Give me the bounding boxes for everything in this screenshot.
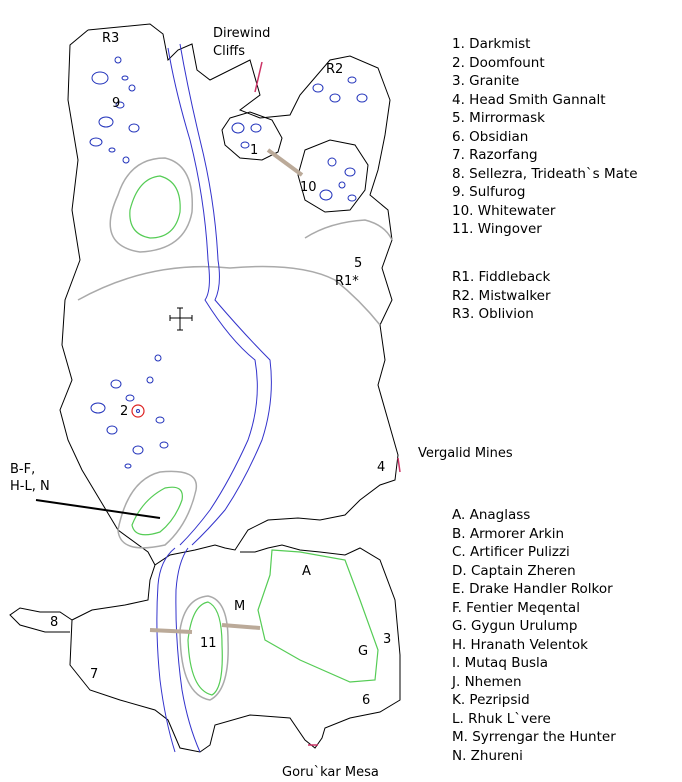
legend-entry: M. Syrrengar the Hunter bbox=[452, 729, 616, 745]
bridge-m bbox=[221, 623, 261, 630]
legend-rares: R1. Fiddleback R2. Mistwalker R3. Oblivi… bbox=[452, 268, 551, 324]
legend-entry: J. Nhemen bbox=[452, 673, 522, 690]
grass-north bbox=[129, 175, 181, 239]
zone-outline-left bbox=[59, 29, 156, 566]
legend-entry: 11. Wingover bbox=[452, 221, 542, 237]
legend-entry: 2. Doomfount bbox=[452, 54, 545, 71]
spur-8 bbox=[9, 607, 73, 633]
label-bf: B-F, bbox=[10, 462, 36, 477]
legend-entry: 4. Head Smith Gannalt bbox=[452, 91, 606, 108]
ridge-east bbox=[304, 219, 393, 241]
marker-a: A bbox=[302, 564, 311, 579]
river-north bbox=[167, 47, 258, 546]
legend-entry: F. Fentier Meqental bbox=[452, 599, 580, 616]
label-cliffs: Cliffs bbox=[213, 44, 246, 59]
label-direwind: Direwind bbox=[213, 26, 271, 41]
marker-r3: R3 bbox=[102, 31, 120, 46]
isle-1 bbox=[221, 111, 283, 161]
marker-2-dot bbox=[136, 409, 140, 413]
pointer-line bbox=[35, 499, 161, 519]
legend-entry: 3. Granite bbox=[452, 73, 520, 89]
label-gorukar-mesa: Goru`kar Mesa bbox=[282, 765, 379, 780]
marker-r2: R2 bbox=[326, 62, 344, 77]
marker-5: 5 bbox=[354, 256, 363, 271]
legend-entry: E. Drake Handler Rolkor bbox=[452, 581, 613, 597]
label-hl-n: H-L, N bbox=[10, 479, 50, 494]
grass-west bbox=[131, 486, 183, 536]
grass-11 bbox=[187, 601, 223, 696]
marker-g: G bbox=[358, 644, 369, 659]
ridge-ring-11 bbox=[179, 595, 229, 701]
marker-r1: R1* bbox=[335, 274, 359, 289]
legend-entry: 5. Mirrormask bbox=[452, 110, 545, 126]
legend-entry: R3. Oblivion bbox=[452, 306, 534, 322]
legend-entry: I. Mutaq Busla bbox=[452, 655, 549, 671]
legend-entry: K. Pezripsid bbox=[452, 692, 530, 708]
legend-entry: 1. Darkmist bbox=[452, 36, 531, 52]
isle-10 bbox=[297, 139, 369, 213]
legend-entry: R2. Mistwalker bbox=[452, 287, 551, 304]
marker-7: 7 bbox=[90, 667, 99, 682]
marker-11: 11 bbox=[200, 636, 217, 651]
exit-vergalid bbox=[397, 457, 401, 473]
label-vergalid-mines: Vergalid Mines bbox=[418, 446, 513, 461]
legend-lettered: A. Anaglass B. Armorer Arkin C. Artifice… bbox=[452, 506, 616, 765]
legend-entry: 7. Razorfang bbox=[452, 147, 538, 163]
cliff-direwind bbox=[254, 61, 263, 93]
pools bbox=[89, 56, 368, 469]
legend-entry: N. Zhureni bbox=[452, 747, 523, 764]
ridge-ring-west bbox=[117, 470, 198, 549]
legend-entry: 6. Obsidian bbox=[452, 128, 529, 145]
marker-1: 1 bbox=[250, 143, 259, 158]
legend-entry: 9. Sulfurog bbox=[452, 184, 526, 200]
legend-entry: H. Hranath Velentok bbox=[452, 636, 588, 653]
zone-outline bbox=[69, 23, 401, 753]
legend-entry: D. Captain Zheren bbox=[452, 562, 576, 579]
marker-m: M bbox=[234, 599, 246, 614]
legend-entry: B. Armorer Arkin bbox=[452, 525, 565, 542]
river-south-2 bbox=[175, 547, 201, 753]
legend-entry: C. Artificer Pulizzi bbox=[452, 544, 570, 560]
marker-3: 3 bbox=[383, 632, 392, 647]
marker-10: 10 bbox=[300, 180, 317, 195]
river-north-2 bbox=[179, 43, 272, 546]
grass-a bbox=[257, 549, 379, 683]
legend-entry: G. Gygun Urulump bbox=[452, 618, 578, 634]
river-south bbox=[156, 547, 176, 753]
ridge-north bbox=[77, 265, 381, 326]
marker-2-circle bbox=[131, 404, 145, 418]
marker-9: 9 bbox=[112, 96, 121, 111]
ridge-ring-north bbox=[109, 157, 194, 253]
legend-numbered: 1. Darkmist 2. Doomfount 3. Granite 4. H… bbox=[452, 35, 638, 239]
legend-entry: R1. Fiddleback bbox=[452, 269, 551, 285]
legend-entry: 10. Whitewater bbox=[452, 202, 556, 219]
marker-2: 2 bbox=[120, 404, 129, 419]
marker-6: 6 bbox=[362, 693, 371, 708]
legend-entry: 8. Sellezra, Trideath`s Mate bbox=[452, 165, 638, 182]
bridge-west bbox=[149, 628, 193, 634]
bridge-1 bbox=[266, 148, 304, 177]
marker-4: 4 bbox=[377, 460, 386, 475]
legend-entry: A. Anaglass bbox=[452, 507, 531, 523]
marker-8: 8 bbox=[50, 615, 59, 630]
compass-icon bbox=[169, 307, 193, 331]
legend-entry: L. Rhuk L`vere bbox=[452, 710, 551, 727]
